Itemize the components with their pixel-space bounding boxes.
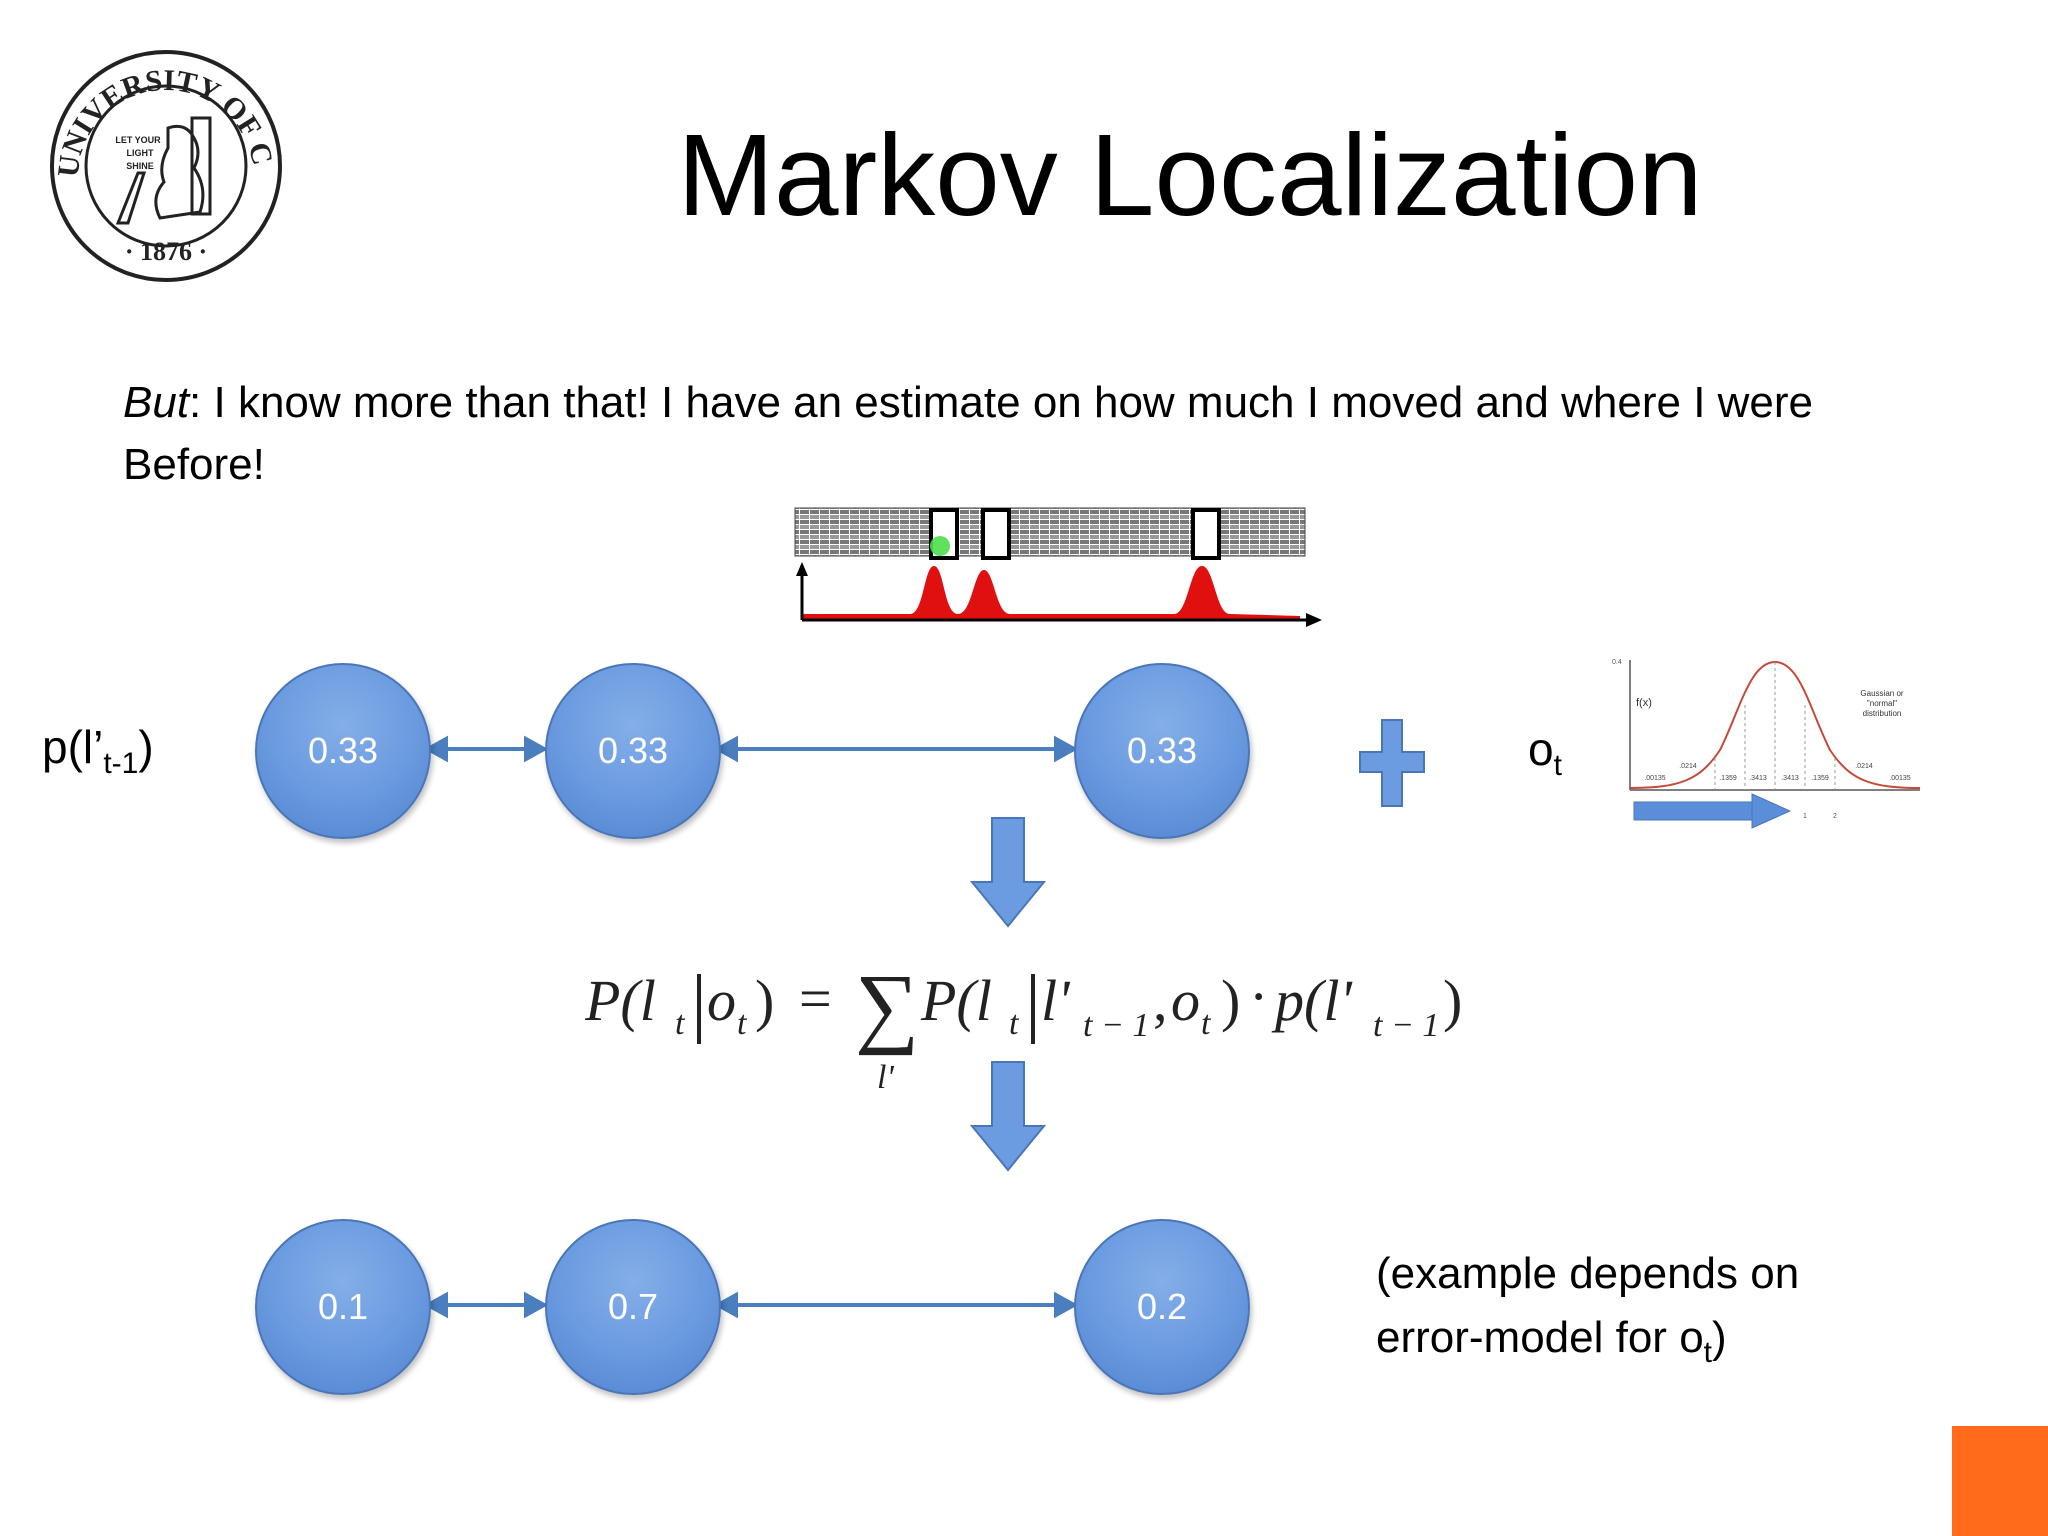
- area-label: .00135: [1644, 775, 1666, 782]
- example-note: (example depends on error-model for ot): [1376, 1242, 1896, 1385]
- formula-dot: ·: [1249, 964, 1268, 1029]
- formula-prior-close: ): [1443, 968, 1462, 1033]
- area-label: .1359: [1811, 775, 1829, 782]
- slide-title: Markov Localization: [677, 110, 1703, 240]
- corner-accent: [1952, 1426, 2048, 1536]
- formula-lhs-given-sub: t: [737, 1005, 748, 1042]
- node-value: 0.7: [607, 1286, 659, 1327]
- formula-prior: p(l': [1271, 968, 1353, 1033]
- area-label: .0214: [1855, 763, 1873, 770]
- university-seal-icon: UNIVERSITY OF COLORADO · 1876 · LET YOUR…: [48, 48, 282, 282]
- node-value: 0.1: [317, 1286, 369, 1327]
- node-value: 0.2: [1136, 1286, 1188, 1327]
- formula-lhs-close: ): [755, 968, 774, 1033]
- plus-icon: [1359, 719, 1425, 807]
- prior-label-sub: t-1: [103, 747, 139, 780]
- area-label: .3413: [1749, 775, 1767, 782]
- corridor-map-icon: [794, 507, 1322, 627]
- intro-emphasis: But: [123, 378, 190, 427]
- formula-rhs-cond-sub: t − 1: [1083, 1007, 1149, 1044]
- prior-label: p(l’t-1): [42, 720, 154, 781]
- down-arrow-icon: [969, 817, 1047, 928]
- formula-lhs: P(l: [585, 968, 656, 1033]
- node-value: 0.33: [307, 730, 379, 771]
- gaussian-ylabel: f(x): [1636, 697, 1652, 709]
- gaussian-title: Gaussian or"normal"distribution: [1860, 689, 1903, 718]
- formula-rhs-sub: t: [1009, 1005, 1020, 1042]
- formula-lhs-sub: t: [675, 1005, 686, 1042]
- left-arrowhead: [423, 735, 448, 763]
- note-sub: t: [1703, 1336, 1713, 1369]
- state-node-top-1: 0.33: [255, 663, 431, 839]
- state-node-bottom-2: 0.7: [545, 1219, 721, 1395]
- observation-label: ot: [1528, 722, 1562, 783]
- node-value: 0.33: [1126, 730, 1198, 771]
- area-label: .00135: [1889, 775, 1911, 782]
- svg-text:· 1876 ·: · 1876 ·: [125, 237, 207, 266]
- formula-rhs: P(l: [920, 968, 992, 1033]
- gaussian-ytick: 0.4: [1612, 659, 1622, 666]
- left-arrowhead: [423, 1291, 448, 1319]
- state-node-bottom-3: 0.2: [1074, 1219, 1250, 1395]
- formula-sum: ∑: [855, 960, 919, 1056]
- note-close: ): [1712, 1313, 1727, 1362]
- area-label: .0214: [1679, 763, 1697, 770]
- node-value: 0.33: [597, 730, 669, 771]
- note-line-2: error-model for ot): [1376, 1306, 1896, 1385]
- bayes-formula: P(l t o t ) = ∑ l' P(l t l' t − 1 , o t …: [585, 960, 1462, 1096]
- formula-rhs-cond: l': [1041, 968, 1071, 1033]
- x-tick: 2: [1833, 813, 1837, 820]
- gaussian-distribution-chart: 0.4 f(x) Gaussian or"normal"distribution…: [1612, 659, 1921, 829]
- right-arrowhead: [524, 1291, 549, 1319]
- right-arrow-icon: [1633, 793, 1792, 829]
- intro-rest: : I know more than that! I have an estim…: [123, 378, 1814, 489]
- formula-prior-sub: t − 1: [1373, 1007, 1439, 1044]
- right-arrowhead: [1054, 1291, 1079, 1319]
- state-node-top-2: 0.33: [545, 663, 721, 839]
- formula-rhs-close: ): [1221, 968, 1240, 1033]
- right-arrowhead: [1054, 735, 1079, 763]
- formula-rhs-cond2: o: [1171, 968, 1200, 1033]
- obs-label-sub: t: [1553, 749, 1562, 782]
- area-label: .1359: [1719, 775, 1737, 782]
- state-node-top-3: 0.33: [1074, 663, 1250, 839]
- prior-label-main: p(l’: [42, 721, 104, 773]
- obs-label-main: o: [1528, 723, 1554, 775]
- formula-sum-index: l': [877, 1059, 894, 1096]
- svg-text:SHINE: SHINE: [126, 161, 154, 171]
- state-node-bottom-1: 0.1: [255, 1219, 431, 1395]
- left-arrowhead: [713, 735, 738, 763]
- prior-label-close: ): [138, 721, 154, 773]
- left-arrowhead: [713, 1291, 738, 1319]
- note-line-2-text: error-model for o: [1376, 1313, 1704, 1362]
- formula-equals: =: [799, 966, 832, 1031]
- note-line-1: (example depends on: [1376, 1249, 1800, 1298]
- formula-comma: ,: [1153, 968, 1168, 1033]
- area-label: .3413: [1781, 775, 1799, 782]
- x-tick: 1: [1803, 813, 1807, 820]
- formula-lhs-given: o: [707, 968, 736, 1033]
- formula-rhs-cond2-sub: t: [1201, 1005, 1212, 1042]
- down-arrow-icon: [969, 1061, 1047, 1172]
- svg-text:LET YOUR: LET YOUR: [115, 135, 161, 145]
- intro-text: But: I know more than that! I have an es…: [123, 372, 1903, 496]
- svg-text:LIGHT: LIGHT: [127, 148, 154, 158]
- right-arrowhead: [524, 735, 549, 763]
